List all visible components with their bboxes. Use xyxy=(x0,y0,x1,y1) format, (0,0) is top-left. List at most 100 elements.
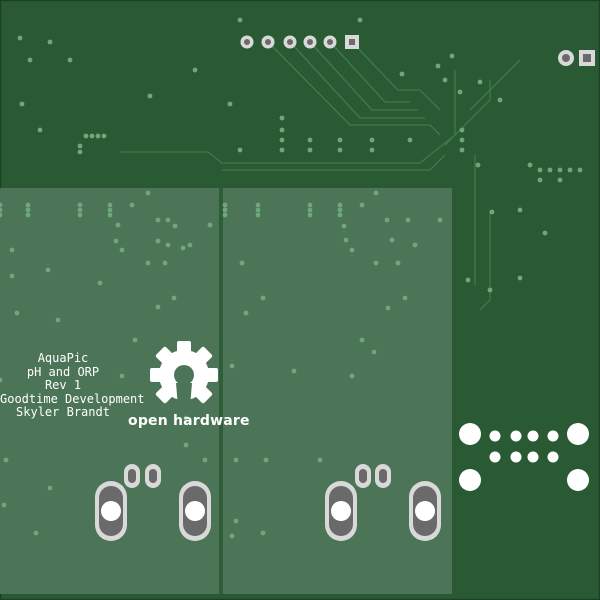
via xyxy=(373,260,379,266)
via xyxy=(497,97,503,103)
via xyxy=(369,137,375,143)
header-pad-hole xyxy=(265,39,271,45)
via xyxy=(147,93,153,99)
open-hardware-label: open hardware xyxy=(128,413,250,429)
mount-hole xyxy=(567,423,589,445)
via xyxy=(435,63,441,69)
via xyxy=(183,442,189,448)
bnc-slot-center xyxy=(415,501,435,521)
mount-hole xyxy=(459,423,481,445)
rj-pin xyxy=(547,451,559,463)
via xyxy=(457,89,463,95)
via xyxy=(47,39,53,45)
via xyxy=(187,242,193,248)
via xyxy=(385,305,391,311)
via xyxy=(233,518,239,524)
board-silkscreen-info: AquaPic pH and ORP Rev 1 Goodtime Develo… xyxy=(0,351,145,420)
via xyxy=(165,242,171,248)
via xyxy=(89,133,95,139)
via xyxy=(343,237,349,243)
via xyxy=(9,247,15,253)
silk-line-project: AquaPic xyxy=(37,351,89,365)
silk-line-company: Goodtime Development xyxy=(0,391,145,406)
rj-pin xyxy=(547,430,559,442)
via xyxy=(567,167,573,173)
bnc-slot-center xyxy=(101,501,121,521)
via xyxy=(192,67,198,73)
via xyxy=(369,147,375,153)
silk-line-revision: Rev 1 xyxy=(44,378,82,392)
rj-connector-pads xyxy=(459,423,589,491)
bnc-slot-center xyxy=(185,501,205,521)
via xyxy=(237,147,243,153)
header-pad-hole xyxy=(287,39,293,45)
rj-pin xyxy=(510,451,522,463)
via xyxy=(222,202,228,208)
via xyxy=(475,162,481,168)
header-pad-hole xyxy=(349,39,355,45)
pad-hole xyxy=(562,54,570,62)
via xyxy=(0,212,3,218)
via xyxy=(279,115,285,121)
via xyxy=(307,202,313,208)
via xyxy=(537,177,543,183)
via xyxy=(77,207,83,213)
via xyxy=(162,260,168,266)
via xyxy=(399,71,405,77)
via xyxy=(119,247,125,253)
via xyxy=(402,295,408,301)
pads-top-right xyxy=(558,50,595,66)
via xyxy=(459,137,465,143)
trace xyxy=(469,59,521,111)
via xyxy=(27,57,33,63)
via xyxy=(222,207,228,213)
via xyxy=(9,273,15,279)
via xyxy=(487,287,493,293)
via xyxy=(45,267,51,273)
via xyxy=(449,53,455,59)
via xyxy=(349,373,355,379)
via xyxy=(239,260,245,266)
via xyxy=(307,137,313,143)
bnc-slot-center xyxy=(331,501,351,521)
via xyxy=(222,212,228,218)
via xyxy=(155,304,161,310)
pad-hole xyxy=(583,54,591,62)
via xyxy=(359,202,365,208)
via xyxy=(95,133,101,139)
small-pill-pads xyxy=(124,464,391,488)
via xyxy=(129,202,135,208)
via-group xyxy=(0,17,583,539)
via xyxy=(437,217,443,223)
trace-group xyxy=(120,41,521,419)
via xyxy=(389,237,395,243)
via xyxy=(180,245,186,251)
via xyxy=(243,310,249,316)
via xyxy=(255,207,261,213)
via xyxy=(107,202,113,208)
via xyxy=(477,79,483,85)
via xyxy=(527,162,533,168)
via xyxy=(107,207,113,213)
trace xyxy=(267,41,441,136)
via xyxy=(202,457,208,463)
via xyxy=(542,230,548,236)
via xyxy=(67,57,73,63)
trace xyxy=(361,339,375,353)
header-pads-top xyxy=(240,35,359,49)
via xyxy=(291,368,297,374)
rj-pin xyxy=(489,430,501,442)
via xyxy=(307,147,313,153)
via xyxy=(517,275,523,281)
via xyxy=(25,212,31,218)
via xyxy=(171,295,177,301)
mount-hole xyxy=(567,469,589,491)
via xyxy=(77,202,83,208)
via xyxy=(172,223,178,229)
via xyxy=(349,247,355,253)
via xyxy=(337,202,343,208)
header-pad-hole xyxy=(244,39,250,45)
via xyxy=(337,137,343,143)
via xyxy=(132,337,138,343)
via xyxy=(229,363,235,369)
